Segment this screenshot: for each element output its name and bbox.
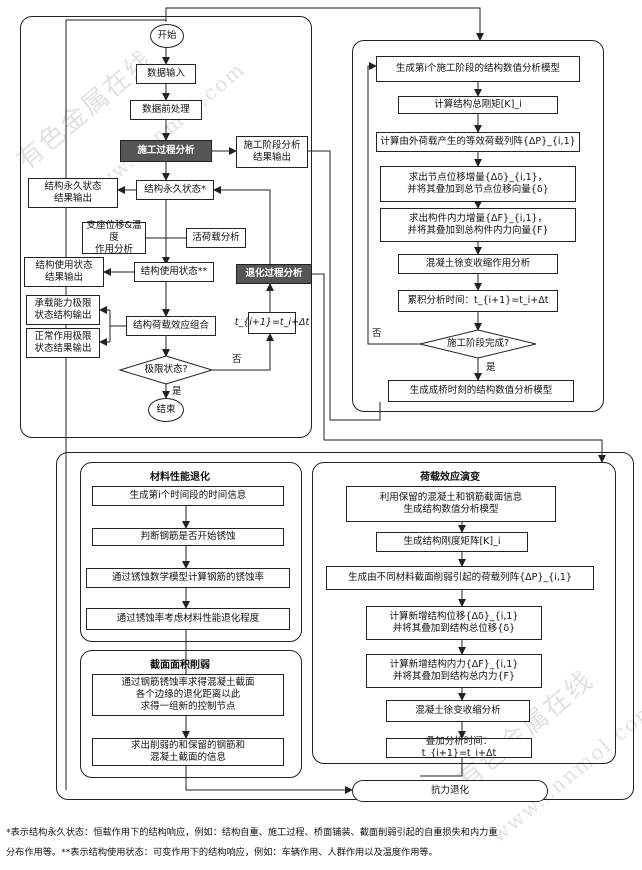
time-step-box: t_{i+1}=t_i+Δt xyxy=(235,312,309,334)
support-temp-box: 支座位移&温度 作用分析 xyxy=(82,220,146,255)
service-state-box: 结构使用状态** xyxy=(134,262,214,282)
section-title: 截面面积削弱 xyxy=(150,660,210,671)
load-step-2: 生成结构刚度矩阵[K]_i xyxy=(376,532,528,552)
degradation-analysis-box: 退化过程分析 xyxy=(236,264,312,284)
load-step-5: 计算新增结构内力{ΔF}_{i,1} 并将其叠加到结构总内力{F} xyxy=(366,654,542,688)
section-step-1: 通过钢筋锈蚀率求得混凝土截面 各个边缘的退化距离以此 求得一组新的控制节点 xyxy=(92,674,284,716)
data-input-box: 数据输入 xyxy=(136,64,196,84)
accumulate-time-box: 累积分析时间：t_{i+1}=t_i+Δt xyxy=(398,290,558,312)
combination-box: 结构荷载效应组合 xyxy=(126,316,216,336)
shrink-creep-box: 混凝土徐变收缩作用分析 xyxy=(398,254,558,274)
bridge-model-box: 生成成桥时刻的结构数值分析模型 xyxy=(388,380,574,402)
normal-output-box: 正常作用极限 状态结果输出 xyxy=(26,328,100,358)
load-step-3: 生成由不同材料截面削弱引起的荷载列阵{ΔP}_{i,1} xyxy=(326,566,594,590)
construction-analysis-box: 施工过程分析 xyxy=(120,140,212,162)
resistance-degradation-box: 抗力退化 xyxy=(352,780,548,802)
stage-done-no-label: 否 xyxy=(372,328,382,339)
panel-section-weakening xyxy=(80,650,302,778)
load-step-7: 叠加分析时间：t_{i+1}=t_i+Δt xyxy=(386,736,532,759)
stage-done-label: 施工阶段完成? xyxy=(446,338,510,349)
material-title: 材料性能退化 xyxy=(150,472,210,483)
footnote-line-2: 分布作用等。**表示结构使用状态：可变作用下的结构响应，例如：车辆作用、人群作用… xyxy=(6,847,438,858)
permanent-state-box: 结构永久状态* xyxy=(136,180,214,200)
panel-degradation xyxy=(56,452,634,800)
member-force-box: 求出构件内力增量{ΔF}_{i,1}， 并将其叠加到总构件内力向量{F} xyxy=(380,208,576,242)
load-step-4: 计算新增结构位移{Δδ}_{i,1} 并将其叠加到结构总位移{δ} xyxy=(366,606,542,640)
total-stiffness-box: 计算结构总刚矩[K]_i xyxy=(398,96,558,114)
section-step-2: 求出削弱的和保留的钢筋和 混凝土截面的信息 xyxy=(92,738,284,766)
permanent-output-box: 结构永久状态 结果输出 xyxy=(28,178,118,208)
node-displacement-box: 求出节点位移增量{Δδ}_{i,1}， 并将其叠加到总节点位移向量{δ} xyxy=(380,166,576,202)
load-step-6: 混凝土徐变收缩分析 xyxy=(386,700,530,722)
construction-output-box: 施工阶段分析 结果输出 xyxy=(236,136,308,168)
load-effect-title: 荷载效应演变 xyxy=(420,472,480,483)
panel-load-effect xyxy=(312,462,616,764)
live-load-box: 活荷载分析 xyxy=(186,228,246,248)
material-step-3: 通过锈蚀数学模型计算钢筋的锈蚀率 xyxy=(86,568,290,588)
stage-done-yes-label: 是 xyxy=(486,362,496,373)
limit-state-label: 极限状态? xyxy=(144,364,188,375)
material-step-1: 生成第i个时间段的时间信息 xyxy=(92,486,284,506)
service-output-box: 结构使用状态 结果输出 xyxy=(24,257,104,287)
material-step-4: 通过锈蚀率考虑材料性能退化程度 xyxy=(86,608,290,630)
material-step-2: 判断钢筋是否开始锈蚀 xyxy=(92,528,284,546)
panel-material-degradation xyxy=(80,462,302,642)
footnote-line-1: *表示结构永久状态：恒载作用下的结构响应，例如：结构自重、施工过程、桥面铺装、截… xyxy=(6,827,498,838)
limit-state-yes-label: 是 xyxy=(172,386,182,397)
ultimate-output-box: 承载能力极限 状态结构输出 xyxy=(26,295,100,325)
equivalent-load-box: 计算由外荷载产生的等效荷载列阵{ΔP}_{i,1} xyxy=(376,132,580,152)
gen-stage-model-box: 生成第i个施工阶段的结构数值分析模型 xyxy=(376,56,580,82)
start-node: 开始 xyxy=(150,24,184,48)
data-preprocess-box: 数据前处理 xyxy=(130,100,202,120)
load-step-1: 利用保留的混凝土和钢筋截面信息 生成结构数值分析模型 xyxy=(346,486,556,522)
limit-state-no-label: 否 xyxy=(232,354,242,365)
end-node: 结束 xyxy=(148,398,184,422)
